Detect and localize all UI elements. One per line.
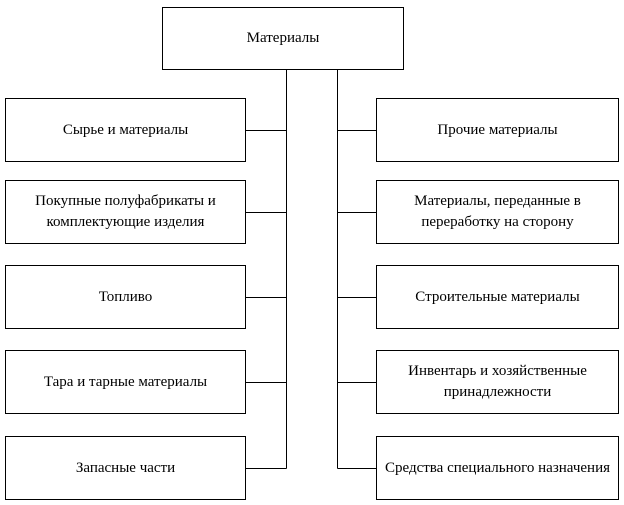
node-label: Тара и тарные материалы [43, 373, 208, 390]
node-label: Строительные материалы [415, 288, 580, 305]
node-label: Запасные части [75, 459, 176, 476]
node-label: Топливо [98, 288, 153, 305]
node-label: Прочие материалы [437, 121, 558, 138]
node-label: Материалы, переданные в переработку на с… [414, 193, 581, 230]
right-node-construction-materials: Строительные материалы [376, 265, 619, 329]
left-node-fuel: Топливо [5, 265, 246, 329]
left-node-spare-parts: Запасные части [5, 436, 246, 500]
left-node-semi-finished: Покупные полуфабрикаты и комплектующие и… [5, 180, 246, 244]
node-label: Инвентарь и хозяйственные принадлежности [408, 363, 587, 400]
node-label: Покупные полуфабрикаты и комплектующие и… [35, 193, 216, 230]
right-node-other-materials: Прочие материалы [376, 98, 619, 162]
left-node-containers: Тара и тарные материалы [5, 350, 246, 414]
right-node-special-purpose: Средства специального назначения [376, 436, 619, 500]
node-label: Сырье и материалы [62, 121, 189, 138]
node-label: Средства специального назначения [384, 459, 611, 476]
left-node-raw-materials: Сырье и материалы [5, 98, 246, 162]
right-node-outsourced-processing: Материалы, переданные в переработку на с… [376, 180, 619, 244]
root-node: Материалы [162, 7, 404, 70]
right-node-inventory: Инвентарь и хозяйственные принадлежности [376, 350, 619, 414]
root-node-label: Материалы [246, 30, 320, 46]
